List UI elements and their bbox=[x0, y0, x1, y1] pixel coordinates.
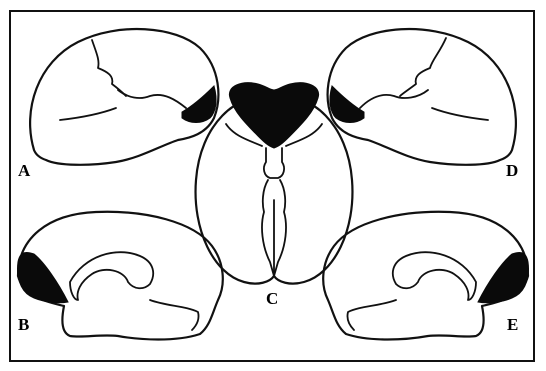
panel-b-corpus-callosum bbox=[70, 252, 153, 300]
panel-d-lesion bbox=[330, 86, 364, 123]
panel-label-a: A bbox=[18, 161, 31, 180]
panel-b-brain-medial-left bbox=[18, 212, 223, 340]
panel-label-d: D bbox=[506, 161, 518, 180]
panel-e-corpus-callosum bbox=[393, 252, 476, 300]
panel-a-brain-lateral-left bbox=[30, 29, 218, 165]
panel-d-temporal-sulcus bbox=[432, 108, 488, 120]
panel-e-lesion bbox=[478, 252, 529, 302]
panel-label-e: E bbox=[507, 315, 518, 334]
panel-c-optic-chiasm bbox=[264, 148, 284, 178]
panel-d-central-sulcus bbox=[400, 38, 446, 96]
panel-label-c: C bbox=[266, 289, 278, 308]
panel-e-brain-medial-right bbox=[323, 212, 528, 340]
panel-a-sylvian-fissure bbox=[118, 90, 186, 108]
panel-a-lesion bbox=[182, 86, 216, 123]
panel-e-calcarine-sulcus bbox=[347, 300, 396, 330]
panel-d-brain-lateral-right bbox=[328, 29, 516, 165]
panel-label-b: B bbox=[18, 315, 29, 334]
panel-b-calcarine-sulcus bbox=[150, 300, 199, 330]
panel-b-lesion bbox=[18, 252, 69, 302]
panel-a-central-sulcus bbox=[92, 40, 126, 96]
panel-d-sylvian-fissure bbox=[360, 90, 428, 108]
panel-a-temporal-sulcus bbox=[60, 108, 116, 120]
figure-frame bbox=[10, 11, 534, 361]
